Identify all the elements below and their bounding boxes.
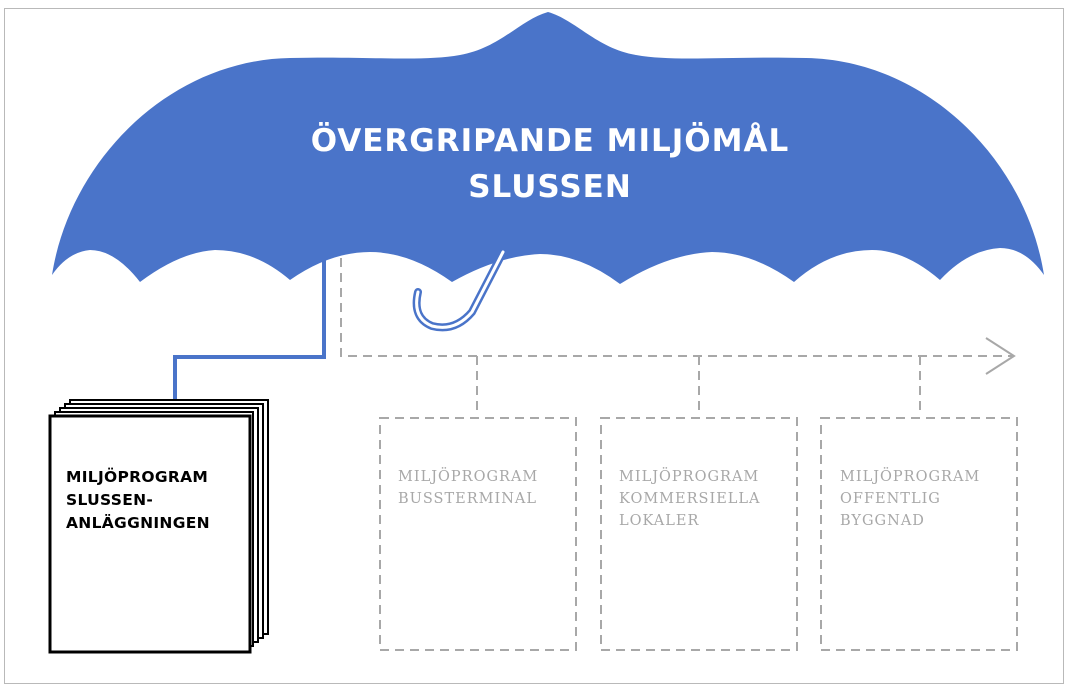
dashed-arrow-head [985,337,1016,375]
blue-connector-line [173,255,326,402]
dashed-connector [340,258,1012,416]
book-stack [48,399,269,654]
future-program-line: MILJÖPROGRAM [619,469,760,485]
future-program-line: KOMMERSIELLA [619,491,761,507]
active-program-label: MILJÖPROGRAM SLUSSEN- ANLÄGGNINGEN [66,466,256,535]
future-program-kommersiella-label: MILJÖPROGRAM KOMMERSIELLA LOKALER [619,466,809,532]
book-cover [48,414,252,654]
umbrella-title: ÖVERGRIPANDE MILJÖMÅL SLUSSEN [230,118,870,210]
future-program-line: MILJÖPROGRAM [398,469,539,485]
umbrella-canopy [52,12,1044,284]
box-offentlig-byggnad [820,417,1018,651]
future-program-line: BUSSTERMINAL [398,491,538,507]
future-program-line: LOKALER [619,513,700,529]
future-program-line: BYGGNAD [840,513,925,529]
umbrella-title-line1: ÖVERGRIPANDE MILJÖMÅL [310,123,790,159]
active-program-line1: MILJÖPROGRAM [66,468,209,486]
active-program-line3: ANLÄGGNINGEN [66,514,210,532]
future-program-boxes [379,417,1018,651]
umbrella-title-line2: SLUSSEN [468,169,632,205]
box-bussterminal [379,417,577,651]
future-program-line: OFFENTLIG [840,491,941,507]
future-program-offentlig-label: MILJÖPROGRAM OFFENTLIG BYGGNAD [840,466,1030,532]
future-program-bussterminal-label: MILJÖPROGRAM BUSSTERMINAL [398,466,588,510]
figure-frame [4,8,1064,684]
box-kommersiella-lokaler [600,417,798,651]
umbrella-handle-inner [415,250,505,329]
future-program-line: MILJÖPROGRAM [840,469,981,485]
active-program-line2: SLUSSEN- [66,491,154,509]
